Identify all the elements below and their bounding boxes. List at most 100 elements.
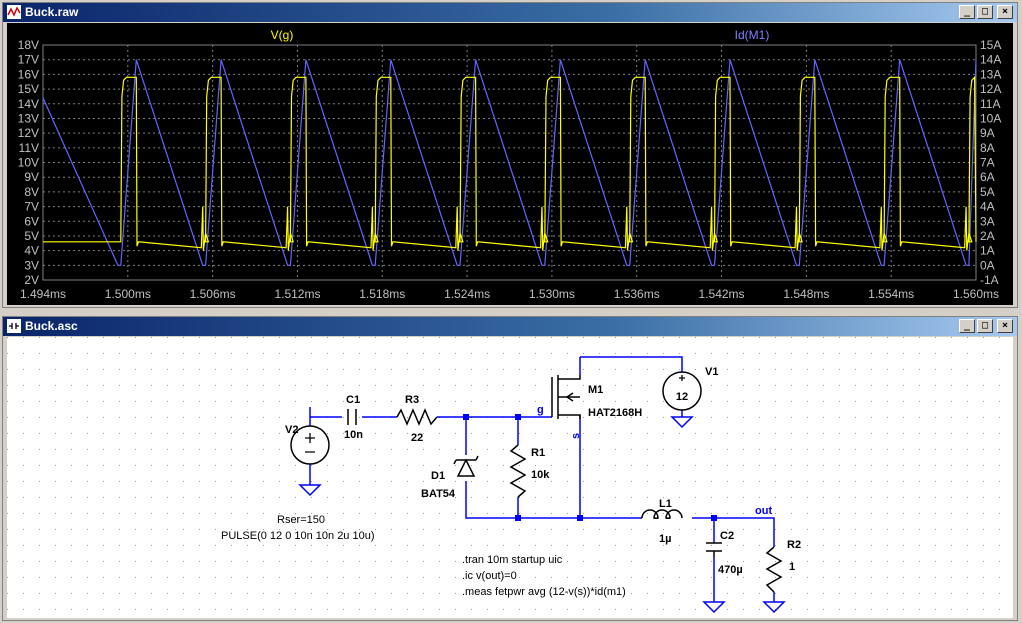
waveform-titlebar[interactable]: Buck.raw _ □ ×	[3, 3, 1017, 22]
y-left-tick-label: 2V	[24, 273, 39, 287]
y-right-tick-label: 15A	[980, 38, 1001, 52]
x-tick-label: 1.524ms	[444, 287, 490, 301]
junctions	[463, 414, 717, 521]
ground-icon	[762, 601, 786, 614]
y-right-tick-label: 9A	[980, 126, 995, 140]
y-right-tick-label: 2A	[980, 229, 995, 243]
y-left-tick-label: 18V	[18, 38, 39, 52]
c1-capacitor[interactable]	[347, 409, 357, 425]
x-tick-label: 1.554ms	[868, 287, 914, 301]
y-right-tick-label: 14A	[980, 53, 1001, 67]
c2-capacitor[interactable]	[706, 542, 722, 557]
c2-label: C2	[720, 530, 734, 542]
y-right-tick-label: 13A	[980, 67, 1001, 81]
x-tick-label: 1.560ms	[953, 287, 999, 301]
y-right-tick-label: 0A	[980, 258, 995, 272]
y-right-tick-label: 10A	[980, 111, 1001, 125]
ground-icon	[298, 484, 322, 497]
ground-icon	[702, 601, 726, 614]
plot-background	[7, 23, 1013, 305]
waveform-window-title: Buck.raw	[25, 5, 79, 19]
c2-value: 470µ	[718, 564, 743, 576]
net-label-s: s	[570, 433, 582, 439]
r2-value: 1	[789, 561, 795, 573]
x-tick-label: 1.512ms	[274, 287, 320, 301]
m1-mosfet[interactable]	[551, 375, 581, 419]
x-tick-label: 1.548ms	[783, 287, 829, 301]
y-left-tick-label: 14V	[18, 97, 39, 111]
y-right-tick-label: 4A	[980, 200, 995, 214]
schematic-icon	[7, 319, 21, 333]
schematic-background	[7, 337, 1013, 618]
y-right-tick-label: 3A	[980, 214, 995, 228]
y-left-tick-label: 17V	[18, 53, 39, 67]
r1-value: 10k	[531, 469, 550, 481]
y-left-tick-label: 15V	[18, 82, 39, 96]
x-tick-label: 1.530ms	[529, 287, 575, 301]
y-right-tick-label: 6A	[980, 170, 995, 184]
y-left-tick-label: 9V	[24, 170, 39, 184]
directive-tran[interactable]: .tran 10m startup uic	[462, 554, 563, 566]
series-vg-trace	[43, 75, 977, 251]
d1-label: D1	[431, 470, 445, 482]
legend-id-m1[interactable]: Id(M1)	[735, 28, 770, 42]
schematic-window: Buck.asc _ □ ×	[2, 316, 1018, 621]
net-label-out: out	[755, 505, 772, 517]
ground-icon	[670, 416, 694, 429]
r2-resistor[interactable]	[765, 546, 783, 593]
v2-voltage-source[interactable]	[290, 425, 330, 465]
y-left-tick-label: 5V	[24, 229, 39, 243]
m1-value: HAT2168H	[588, 407, 642, 419]
x-tick-label: 1.536ms	[614, 287, 660, 301]
y-left-tick-label: 16V	[18, 67, 39, 81]
r3-label: R3	[405, 394, 419, 406]
close-button[interactable]: ×	[997, 5, 1013, 19]
schematic-window-title: Buck.asc	[25, 319, 78, 333]
directive-ic[interactable]: .ic v(out)=0	[462, 570, 517, 582]
waveform-window: Buck.raw _ □ × 1.494ms 1.500ms 1.506ms 1.51…	[2, 2, 1018, 308]
y-right-tick-label: -1A	[980, 273, 999, 287]
y-left-tick-label: 12V	[18, 126, 39, 140]
x-tick-label: 1.542ms	[699, 287, 745, 301]
x-tick-label: 1.494ms	[20, 287, 66, 301]
waveform-icon	[7, 5, 21, 19]
close-button[interactable]: ×	[997, 319, 1013, 333]
v2-param-pulse: PULSE(0 12 0 10n 10n 2u 10u)	[221, 530, 375, 542]
schematic-canvas[interactable]: V2 C1 10n R3 22 D1 BAT54 R1 10k	[7, 337, 1013, 618]
minimize-button[interactable]: _	[959, 5, 975, 19]
y-right-tick-label: 7A	[980, 156, 995, 170]
r3-resistor[interactable]	[396, 408, 438, 426]
d1-value: BAT54	[421, 488, 456, 500]
v2-param-rser: Rser=150	[277, 514, 325, 526]
y-right-tick-label: 11A	[980, 97, 1000, 111]
v1-value: 12	[676, 391, 688, 403]
r3-value: 22	[411, 432, 423, 444]
x-tick-label: 1.500ms	[105, 287, 151, 301]
maximize-button[interactable]: □	[977, 319, 993, 333]
d1-diode[interactable]	[453, 455, 479, 477]
r1-label: R1	[531, 447, 545, 459]
y-left-tick-label: 10V	[18, 156, 39, 170]
v1-voltage-source[interactable]	[662, 371, 702, 411]
directive-meas[interactable]: .meas fetpwr avg (12-v(s))*id(m1)	[462, 586, 626, 598]
series-id-m1-trace	[42, 59, 977, 266]
net-label-g: g	[537, 404, 544, 416]
r2-label: R2	[787, 539, 801, 551]
y-left-tick-label: 13V	[18, 111, 39, 125]
y-right-tick-label: 5A	[980, 185, 995, 199]
l1-inductor[interactable]	[641, 509, 683, 520]
minimize-button[interactable]: _	[959, 319, 975, 333]
v2-label: V2	[285, 424, 298, 436]
y-left-tick-label: 3V	[24, 258, 39, 272]
y-right-tick-label: 12A	[980, 82, 1001, 96]
m1-label: M1	[588, 384, 603, 396]
r1-resistor[interactable]	[509, 444, 527, 498]
schematic-titlebar[interactable]: Buck.asc _ □ ×	[3, 317, 1017, 336]
y-right-tick-label: 8A	[980, 141, 995, 155]
y-left-tick-label: 4V	[24, 244, 39, 258]
maximize-button[interactable]: □	[977, 5, 993, 19]
wires	[309, 356, 775, 602]
legend-vg[interactable]: V(g)	[271, 28, 294, 42]
x-tick-label: 1.506ms	[190, 287, 236, 301]
